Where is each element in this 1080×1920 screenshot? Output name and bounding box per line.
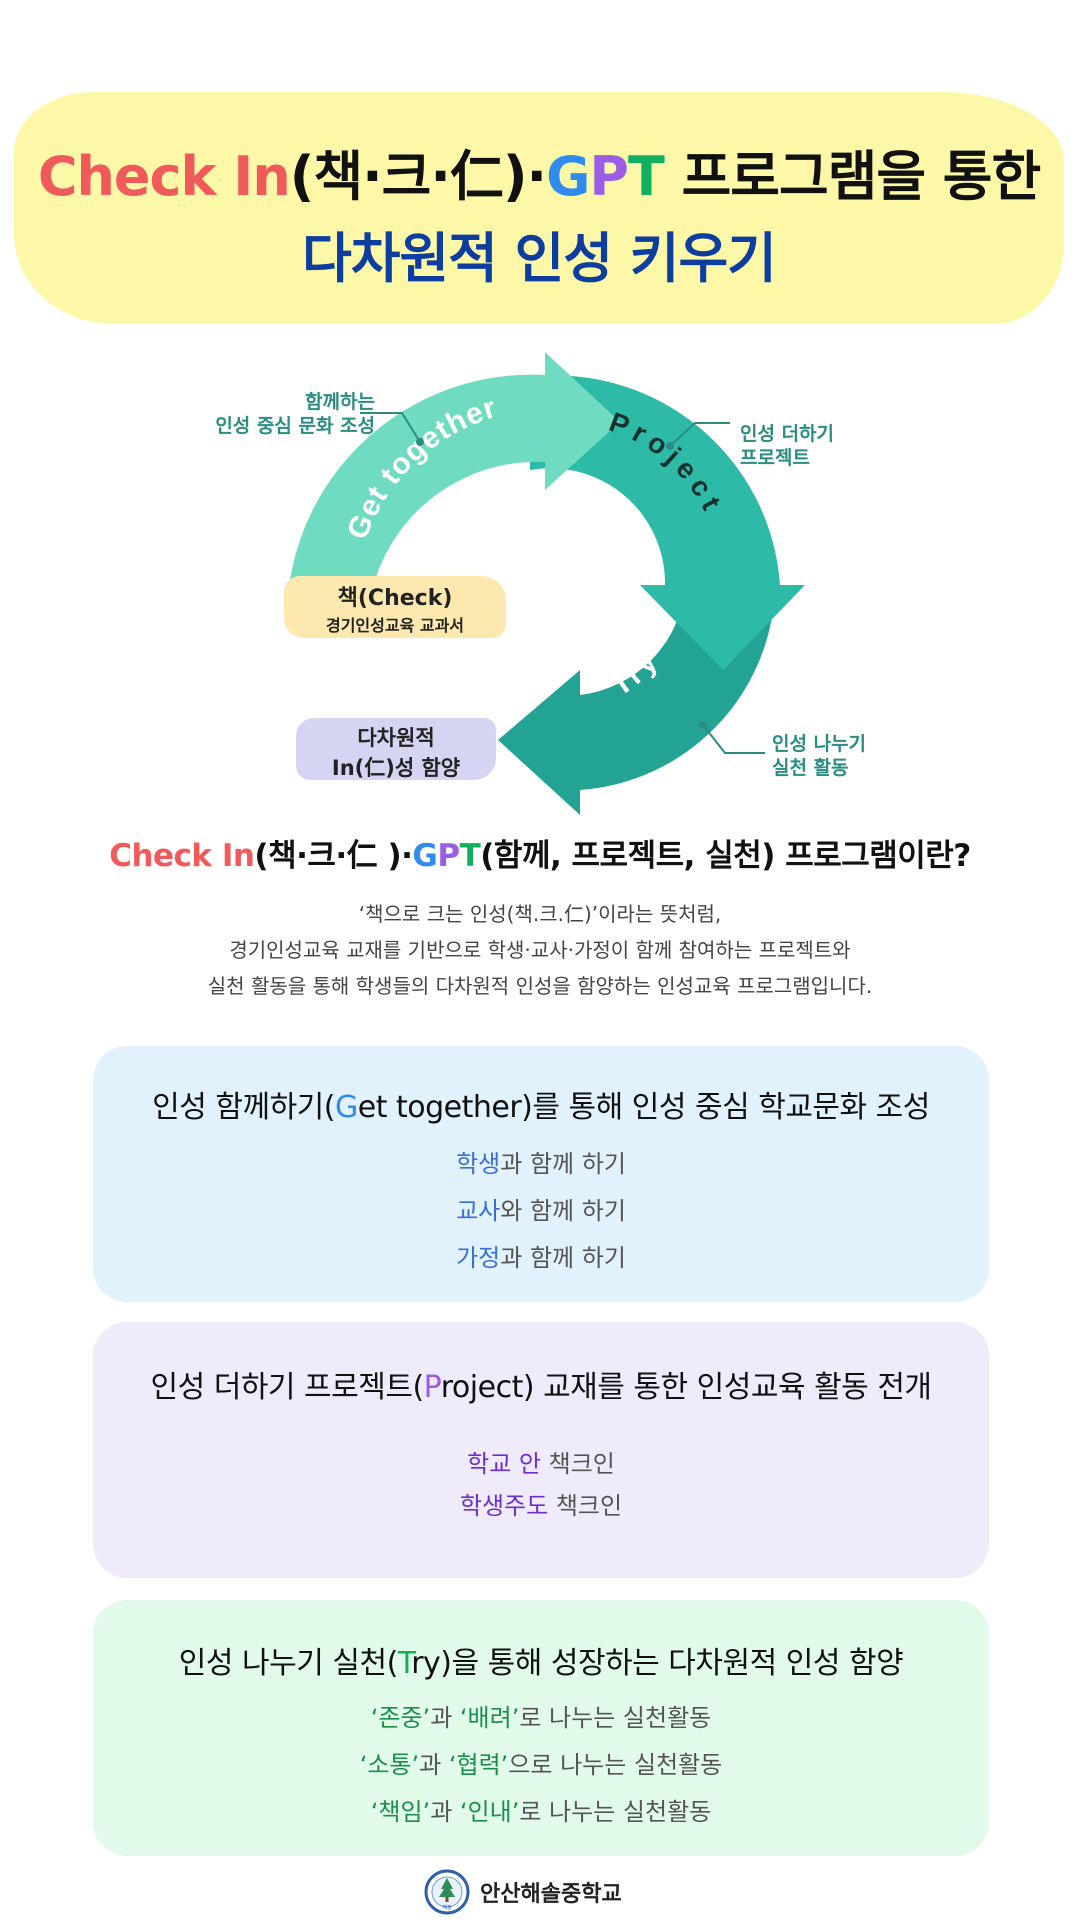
item-quote-2: ‘배려’: [459, 1704, 520, 1732]
program-desc-line1: ‘책으로 크는 인성(책.크.仁)’이라는 뜻처럼,: [358, 902, 722, 926]
item-quote-1: ‘소통’: [359, 1751, 420, 1779]
project-arrow: [530, 375, 805, 670]
list-item: ‘소통’과 ‘협력’으로 나누는 실천활동: [93, 1745, 989, 1780]
school-name: 안산해솔중학교: [480, 1882, 622, 1907]
title-program: 프로그램을 통한: [663, 145, 1042, 208]
get-together-arrow: [290, 352, 620, 580]
title-chaek-keu-in: (책·크·仁)·: [289, 145, 547, 208]
leader-line-get: [360, 412, 421, 443]
program-heading-check-in: Check In: [109, 838, 255, 874]
card2-title-a: 인성 더하기 프로젝트(: [150, 1370, 424, 1405]
title-line-1: Check In(책·크·仁)·GPT 프로그램을 통한: [14, 132, 1064, 211]
title-p: P: [589, 145, 629, 208]
card3-title-a: 인성 나누기 실천(: [178, 1646, 398, 1681]
school-logo-icon: 해솔: [424, 1869, 470, 1915]
get-together-card: 인성 함께하기(Get together)를 통해 인성 중심 학교문화 조성 …: [93, 1046, 989, 1302]
item-rest: 책크인: [548, 1492, 623, 1520]
label-get-line2: 인성 중심 문화 조성: [215, 415, 375, 437]
cycle-diagram-svg: Get together Project Try: [290, 352, 805, 815]
program-heading-rest: (함께, 프로젝트, 실천) 프로그램이란?: [480, 838, 971, 874]
leader-dot-try: [699, 721, 707, 729]
item-mid: 과: [430, 1798, 460, 1826]
project-card-title: 인성 더하기 프로젝트(Project) 교재를 통한 인성교육 활동 전개: [93, 1362, 989, 1406]
in-tag-line1: 다차원적: [357, 726, 435, 750]
item-rest: 와 함께 하기: [500, 1197, 626, 1225]
item-mid: 과: [419, 1751, 449, 1779]
list-item: ‘책임’과 ‘인내’로 나누는 실천활동: [93, 1792, 989, 1827]
logo-text: 해솔: [442, 1904, 452, 1911]
item-quote-1: ‘책임’: [370, 1798, 431, 1826]
leader-dot-get: [416, 438, 424, 446]
card2-title-p: P: [423, 1370, 442, 1405]
label-try: 인성 나누기 실천 활동: [772, 732, 866, 780]
item-rest: 으로 나누는 실천활동: [508, 1751, 723, 1779]
card3-title-b: ry)을 통해 성장하는 다차원적 인성 함양: [411, 1646, 904, 1681]
list-item: 학생주도 책크인: [93, 1486, 989, 1521]
item-rest: 과 함께 하기: [500, 1150, 626, 1178]
list-item: ‘존중’과 ‘배려’로 나누는 실천활동: [93, 1698, 989, 1733]
item-rest: 로 나누는 실천활동: [519, 1704, 712, 1732]
project-card: 인성 더하기 프로젝트(Project) 교재를 통한 인성교육 활동 전개 학…: [93, 1322, 989, 1578]
card3-title-t: T: [397, 1646, 412, 1681]
in-tag-line2: In(仁)성 함양: [331, 756, 461, 780]
item-quote-2: ‘협력’: [448, 1751, 509, 1779]
item-rest: 로 나누는 실천활동: [519, 1798, 712, 1826]
list-item: 학교 안 책크인: [93, 1444, 989, 1479]
program-desc-line2: 경기인성교육 교재를 기반으로 학생·교사·가정이 함께 참여하는 프로젝트와: [229, 938, 851, 962]
label-try-line1: 인성 나누기: [772, 733, 867, 755]
label-project-line1: 인성 더하기: [740, 423, 835, 445]
title-banner: Check In(책·크·仁)·GPT 프로그램을 통한 다차원적 인성 키우기: [14, 92, 1064, 324]
check-tag: 책(Check) 경기인성교육 교과서: [284, 576, 506, 638]
program-heading-p: P: [437, 838, 460, 874]
list-item: 교사와 함께 하기: [93, 1191, 989, 1226]
leader-dot-project: [666, 442, 674, 450]
cycle-diagram: Get together Project Try 함께하는 인성 중심 문화 조…: [160, 350, 920, 820]
item-highlight: 학교 안: [467, 1450, 541, 1478]
label-project: 인성 더하기 프로젝트: [740, 422, 834, 470]
card2-title-b: roject) 교재를 통한 인성교육 활동 전개: [440, 1370, 932, 1405]
card1-title-g: G: [334, 1090, 358, 1125]
program-heading-t: T: [459, 838, 481, 874]
title-line-2: 다차원적 인성 키우기: [302, 227, 777, 290]
item-rest: 과 함께 하기: [500, 1244, 626, 1272]
title-t: T: [627, 145, 665, 208]
item-quote-2: ‘인내’: [459, 1798, 520, 1826]
check-tag-line1: 책(Check): [337, 586, 453, 611]
label-get-line1: 함께하는: [305, 391, 375, 413]
label-get-together: 함께하는 인성 중심 문화 조성: [180, 390, 375, 438]
try-card-title: 인성 나누기 실천(Try)을 통해 성장하는 다차원적 인성 함양: [93, 1638, 989, 1682]
title-check-in: Check In: [37, 145, 291, 208]
leader-line-try: [702, 724, 765, 754]
item-mid: 과: [430, 1704, 460, 1732]
label-try-line2: 실천 활동: [772, 757, 849, 779]
item-rest: 책크인: [541, 1450, 615, 1478]
item-highlight: 교사: [456, 1197, 501, 1225]
program-heading-g: G: [412, 838, 438, 874]
item-quote-1: ‘존중’: [370, 1704, 431, 1732]
footer: 해솔 안산해솔중학교: [424, 1868, 622, 1916]
item-highlight: 학생주도: [459, 1492, 549, 1520]
program-desc-line3: 실천 활동을 통해 학생들의 다차원적 인성을 함양하는 인성교육 프로그램입니…: [207, 974, 873, 998]
list-item: 학생과 함께 하기: [93, 1144, 989, 1179]
leader-line-project: [669, 422, 730, 447]
list-item: 가정과 함께 하기: [93, 1238, 989, 1273]
title-g: G: [546, 145, 590, 208]
card1-title-b: et together)를 통해 인성 중심 학교문화 조성: [357, 1090, 931, 1125]
item-highlight: 가정: [456, 1244, 501, 1272]
in-tag: 다차원적 In(仁)성 함양: [296, 718, 496, 780]
label-project-line2: 프로젝트: [740, 447, 810, 469]
check-tag-line2: 경기인성교육 교과서: [325, 616, 465, 635]
item-highlight: 학생: [456, 1150, 501, 1178]
try-card: 인성 나누기 실천(Try)을 통해 성장하는 다차원적 인성 함양 ‘존중’과…: [93, 1600, 989, 1856]
get-together-card-title: 인성 함께하기(Get together)를 통해 인성 중심 학교문화 조성: [93, 1082, 989, 1126]
program-heading: Check In(책·크·仁 )·GPT(함께, 프로젝트, 실천) 프로그램이…: [0, 830, 1080, 875]
card1-title-a: 인성 함께하기(: [152, 1090, 335, 1125]
program-heading-chaek: (책·크·仁 )·: [254, 838, 413, 874]
